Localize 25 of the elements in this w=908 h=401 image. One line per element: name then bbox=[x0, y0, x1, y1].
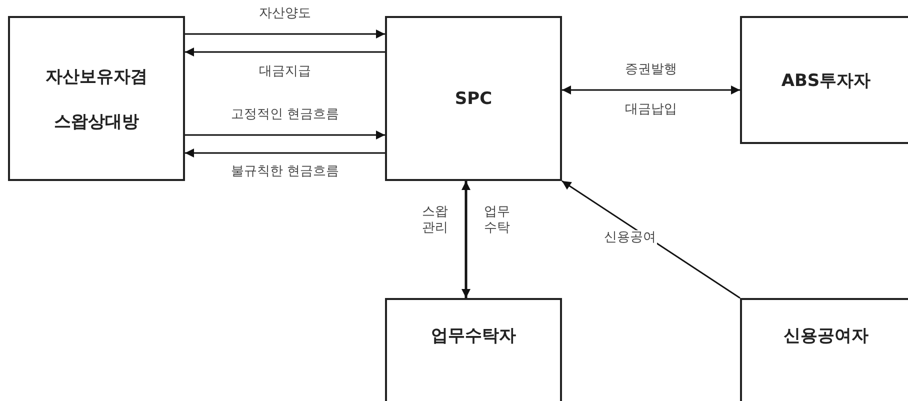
entity-box bbox=[740, 298, 908, 401]
arrow bbox=[562, 86, 740, 94]
arrow bbox=[185, 48, 385, 56]
arrow bbox=[185, 30, 385, 38]
edge-label: 신용공여 bbox=[603, 230, 657, 246]
edge-label: 고정적인 현금흐름 bbox=[230, 107, 340, 123]
edge-label: 자산양도 bbox=[258, 6, 312, 22]
entity-name: 스왑상대방 bbox=[54, 110, 139, 132]
entity-box bbox=[740, 16, 908, 144]
edge-label: 대금지급 bbox=[258, 64, 312, 80]
entity-box bbox=[385, 298, 562, 401]
arrow bbox=[185, 130, 385, 140]
arrow bbox=[562, 180, 740, 299]
arrow bbox=[185, 148, 385, 158]
entity-name: ABS투자자 bbox=[781, 70, 871, 92]
entity-name: SPC bbox=[454, 88, 492, 108]
entity-box bbox=[385, 16, 562, 181]
entity-name: 자산보유자겸 bbox=[46, 66, 148, 88]
edge-label: 증권발행 bbox=[624, 62, 678, 78]
entity-name: 업무수탁자 bbox=[431, 325, 516, 347]
entity-name: 신용공여자 bbox=[784, 325, 868, 347]
edge-label: 불규칙한 현금흐름 bbox=[230, 164, 340, 180]
arrow bbox=[462, 181, 470, 298]
entity-box bbox=[8, 16, 185, 181]
flow-label: 대금납입 bbox=[624, 102, 678, 118]
